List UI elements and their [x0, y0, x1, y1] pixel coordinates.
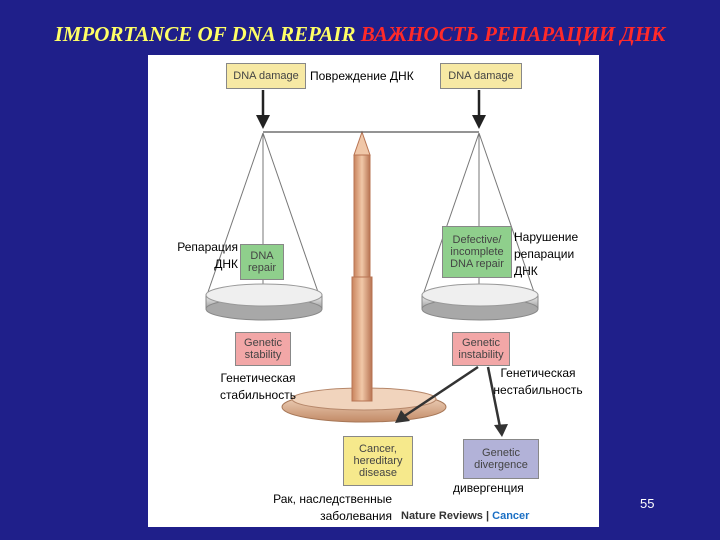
repair-label-ru: Репарация ДНК — [177, 240, 238, 271]
credit-journal: Nature Reviews — [401, 510, 483, 522]
defective-repair-box: Defective/ incomplete DNA repair — [442, 226, 512, 278]
dna-repair-box: DNA repair — [240, 244, 284, 280]
right-pan-top — [421, 283, 539, 307]
cancer-label-ru: Рак, наследственные заболевания — [273, 492, 392, 523]
title-english: IMPORTANCE OF DNA REPAIR — [54, 22, 356, 46]
diagram-panel: DNA damage DNA damage Повреждение ДНК DN… — [148, 55, 599, 527]
arrow-to-cancer-head — [395, 410, 410, 423]
instability-label-ru: Генетическая нестабильность — [493, 366, 583, 397]
defective-label-ru: Нарушение репарации ДНК — [514, 230, 579, 278]
credit-section: Cancer — [492, 510, 530, 522]
page-number: 55 — [640, 496, 655, 511]
genetic-stability-box: Genetic stability — [235, 332, 291, 366]
credit-separator: | — [486, 510, 490, 522]
arrow-right-head — [472, 115, 486, 129]
left-pan-top — [205, 283, 323, 307]
dna-damage-left-box: DNA damage — [226, 63, 306, 89]
dna-damage-right-box: DNA damage — [440, 63, 522, 89]
stability-label-ru: Генетическая стабильность — [220, 371, 296, 402]
arrow-to-divergence-head — [494, 424, 508, 437]
genetic-instability-box: Genetic instability — [452, 332, 510, 366]
journal-credit: Nature Reviews | Cancer — [401, 510, 529, 522]
pillar-tip — [353, 130, 371, 156]
balance-scale-drawing — [205, 90, 539, 437]
pillar-upper — [353, 154, 371, 278]
genetic-divergence-box: Genetic divergence — [463, 439, 539, 479]
pillar-lower — [351, 276, 373, 402]
damage-label-ru: Повреждение ДНК — [310, 69, 414, 83]
divergence-label-ru: дивергенция — [453, 481, 524, 495]
arrow-left-head — [256, 115, 270, 129]
title-russian: ВАЖНОСТЬ РЕПАРАЦИИ ДНК — [360, 22, 666, 46]
slide-title: IMPORTANCE OF DNA REPAIR ВАЖНОСТЬ РЕПАРА… — [0, 22, 720, 47]
cancer-box: Cancer, hereditary disease — [343, 436, 413, 486]
